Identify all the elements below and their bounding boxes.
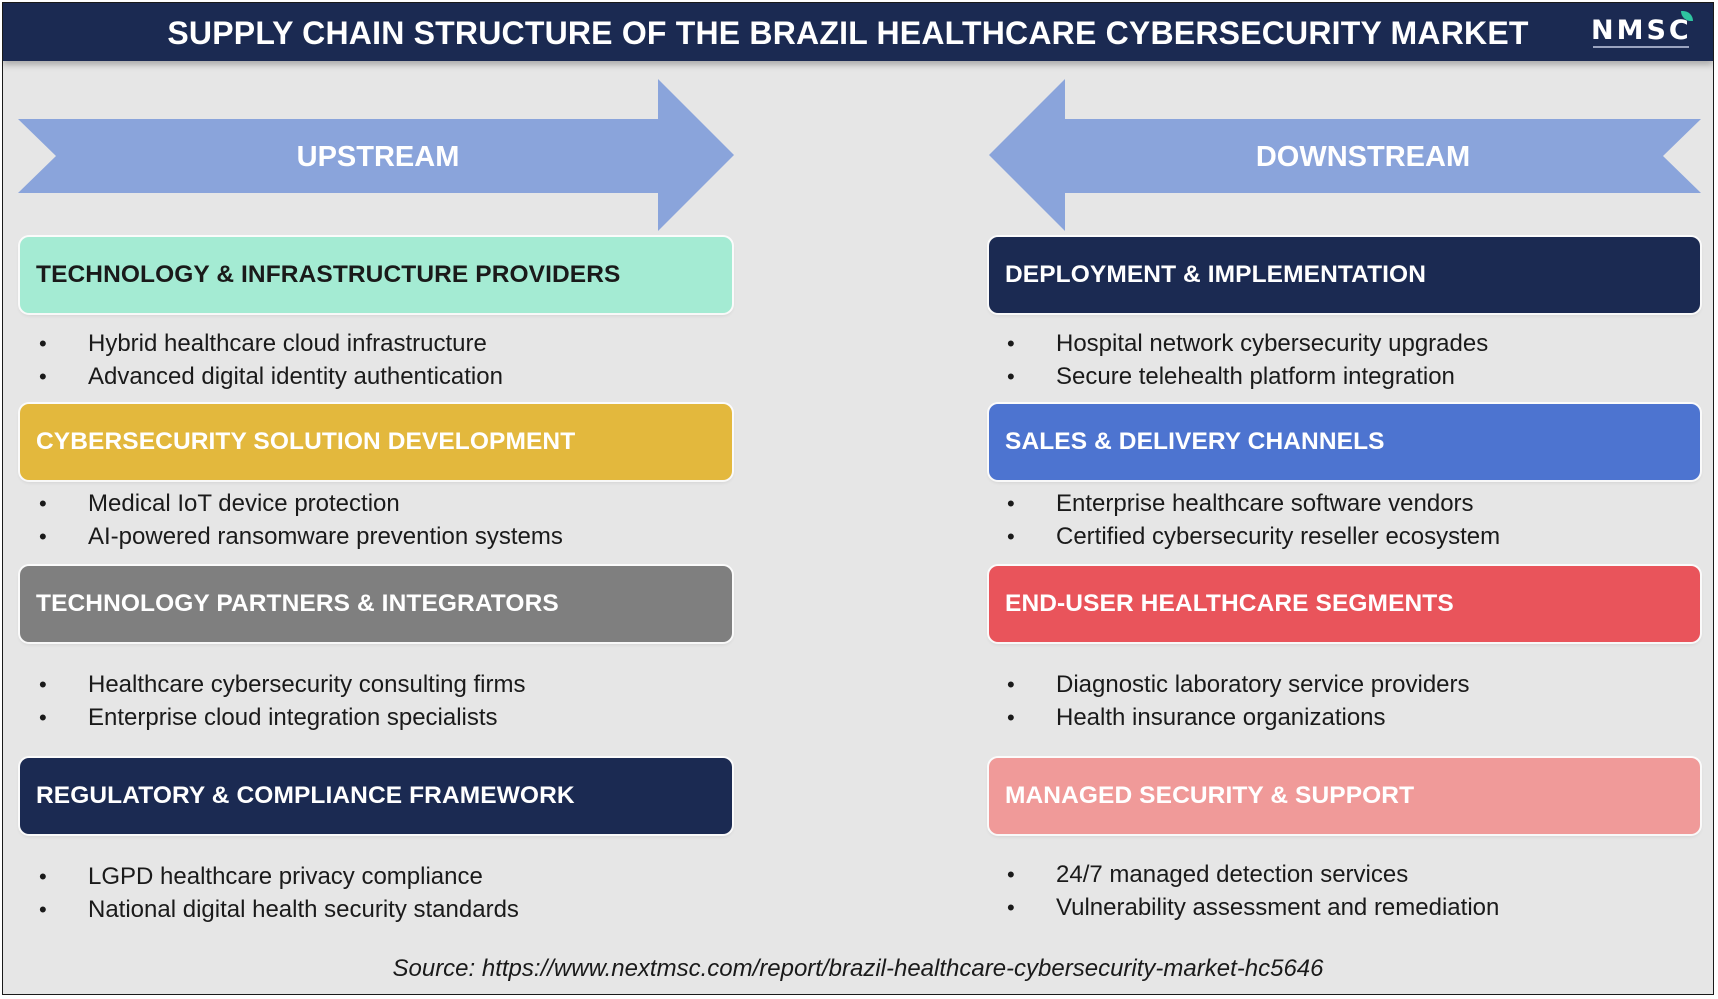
list-item: • National digital health security standa… [20, 893, 519, 926]
bullet-list: •Hybrid healthcare cloud infrastructure … [20, 327, 503, 393]
list-item: • Enterprise cloud integration specialist… [20, 701, 526, 734]
list-item: • Hospital network cybersecurity upgrades [988, 327, 1488, 360]
bullet-icon: • [39, 331, 47, 356]
bullet-list: • LGPD healthcare privacy compliance • Nat… [20, 860, 519, 926]
category-title: TECHNOLOGY & INFRASTRUCTURE PROVIDERS [36, 261, 621, 288]
list-item-text: Advanced digital identity authentication [88, 363, 503, 390]
bullet-icon: • [1007, 331, 1015, 356]
category-end-user-healthcare-segments: END-USER HEALTHCARE SEGMENTS [989, 566, 1700, 642]
bullet-icon: • [1007, 672, 1015, 697]
list-item-text: Vulnerability assessment and remediation [1056, 894, 1500, 921]
list-item-text: Certified cybersecurity reseller ecosyst… [1056, 523, 1501, 550]
logo-underline [1593, 46, 1689, 48]
bullet-icon: • [39, 864, 47, 889]
list-item: • Health insurance organizations [988, 701, 1470, 734]
list-item: • Healthcare cybersecurity consulting fir… [20, 668, 526, 701]
bullet-list: • Healthcare cybersecurity consulting fir… [20, 668, 526, 734]
downstream-arrow-shape [989, 79, 1701, 231]
list-item: • Certified cybersecurity reseller ecosys… [988, 520, 1500, 553]
category-deployment-implementation: DEPLOYMENT & IMPLEMENTATION [989, 237, 1700, 313]
bullet-list: • Diagnostic laboratory service providers… [988, 668, 1470, 734]
bullet-icon: • [39, 524, 47, 549]
bullet-icon: • [39, 705, 47, 730]
source-citation: Source: https://www.nextmsc.com/report/b… [392, 955, 1324, 982]
leaf-icon [1681, 11, 1693, 21]
list-item-text: Medical IoT device protection [88, 490, 400, 517]
list-item: • 24/7 managed detection services [988, 858, 1499, 891]
category-cybersecurity-solution-development: CYBERSECURITY SOLUTION DEVELOPMENT [20, 404, 732, 480]
bullet-icon: • [39, 491, 47, 516]
category-regulatory-compliance-framework: REGULATORY & COMPLIANCE FRAMEWORK [20, 758, 732, 834]
list-item-text: LGPD healthcare privacy compliance [88, 863, 483, 890]
list-item-text: National digital health security standar… [88, 896, 519, 923]
bullet-icon: • [1007, 491, 1015, 516]
bullet-icon: • [39, 364, 47, 389]
list-item-text: AI-powered ransomware prevention systems [88, 523, 563, 550]
category-technology-infrastructure-providers: TECHNOLOGY & INFRASTRUCTURE PROVIDERS [20, 237, 732, 313]
category-managed-security-support: MANAGED SECURITY & SUPPORT [989, 758, 1700, 834]
category-title: END-USER HEALTHCARE SEGMENTS [1005, 590, 1454, 617]
bullet-icon: • [1007, 895, 1015, 920]
list-item-text: Enterprise healthcare software vendors [1056, 490, 1474, 517]
bullet-list: • Hospital network cybersecurity upgrades… [988, 327, 1488, 393]
bullet-icon: • [1007, 524, 1015, 549]
list-item-text: Hybrid healthcare cloud infrastructure [88, 330, 487, 357]
downstream-arrow [989, 79, 1701, 231]
logo-text: NMSC [1591, 15, 1692, 46]
category-title: DEPLOYMENT & IMPLEMENTATION [1005, 261, 1427, 288]
list-item-text: Enterprise cloud integration specialists [88, 704, 498, 731]
bullet-icon: • [1007, 364, 1015, 389]
category-title: TECHNOLOGY PARTNERS & INTEGRATORS [36, 590, 559, 617]
list-item: • LGPD healthcare privacy compliance [20, 860, 519, 893]
nmsc-logo: NMSC [1591, 11, 1693, 55]
list-item: • Hybrid healthcare cloud infrastructure [20, 327, 503, 360]
bullet-list: • 24/7 managed detection services • Vulner… [988, 858, 1499, 924]
list-item-text: Hospital network cybersecurity upgrades [1056, 330, 1489, 357]
bullet-list: •Enterprise healthcare software vendors … [988, 487, 1500, 553]
page-title: SUPPLY CHAIN STRUCTURE OF THE BRAZIL HEA… [167, 15, 1529, 51]
upstream-label: UPSTREAM [296, 141, 460, 173]
category-title: CYBERSECURITY SOLUTION DEVELOPMENT [36, 428, 576, 455]
list-item: • Vulnerability assessment and remediatio… [988, 891, 1499, 924]
bullet-list: • Medical IoT device protection • AI-power… [20, 487, 563, 553]
category-sales-delivery-channels: SALES & DELIVERY CHANNELS [989, 404, 1700, 480]
bullet-icon: • [39, 897, 47, 922]
list-item-text: Health insurance organizations [1056, 704, 1386, 731]
list-item-text: 24/7 managed detection services [1056, 861, 1409, 888]
list-item: • AI-powered ransomware prevention system… [20, 520, 563, 553]
category-title: REGULATORY & COMPLIANCE FRAMEWORK [36, 782, 575, 809]
header-bar: SUPPLY CHAIN STRUCTURE OF THE BRAZIL HEA… [3, 3, 1713, 61]
list-item-text: Healthcare cybersecurity consulting firm… [88, 671, 526, 698]
list-item: • Advanced digital identity authenticatio… [20, 360, 503, 393]
downstream-label: DOWNSTREAM [1255, 141, 1471, 173]
category-technology-partners-integrators: TECHNOLOGY PARTNERS & INTEGRATORS [20, 566, 732, 642]
list-item: • Medical IoT device protection [20, 487, 563, 520]
bullet-icon: • [1007, 862, 1015, 887]
category-title: SALES & DELIVERY CHANNELS [1005, 428, 1385, 455]
bullet-icon: • [39, 672, 47, 697]
list-item: • Secure telehealth platform integration [988, 360, 1488, 393]
bullet-icon: • [1007, 705, 1015, 730]
list-item: • Enterprise healthcare software vendors [988, 487, 1500, 520]
category-title: MANAGED SECURITY & SUPPORT [1005, 782, 1415, 809]
list-item-text: Diagnostic laboratory service providers [1056, 671, 1470, 698]
upstream-arrow-shape [18, 79, 734, 231]
list-item-text: Secure telehealth platform integration [1056, 363, 1455, 390]
upstream-arrow [18, 79, 734, 231]
list-item: • Diagnostic laboratory service providers [988, 668, 1470, 701]
